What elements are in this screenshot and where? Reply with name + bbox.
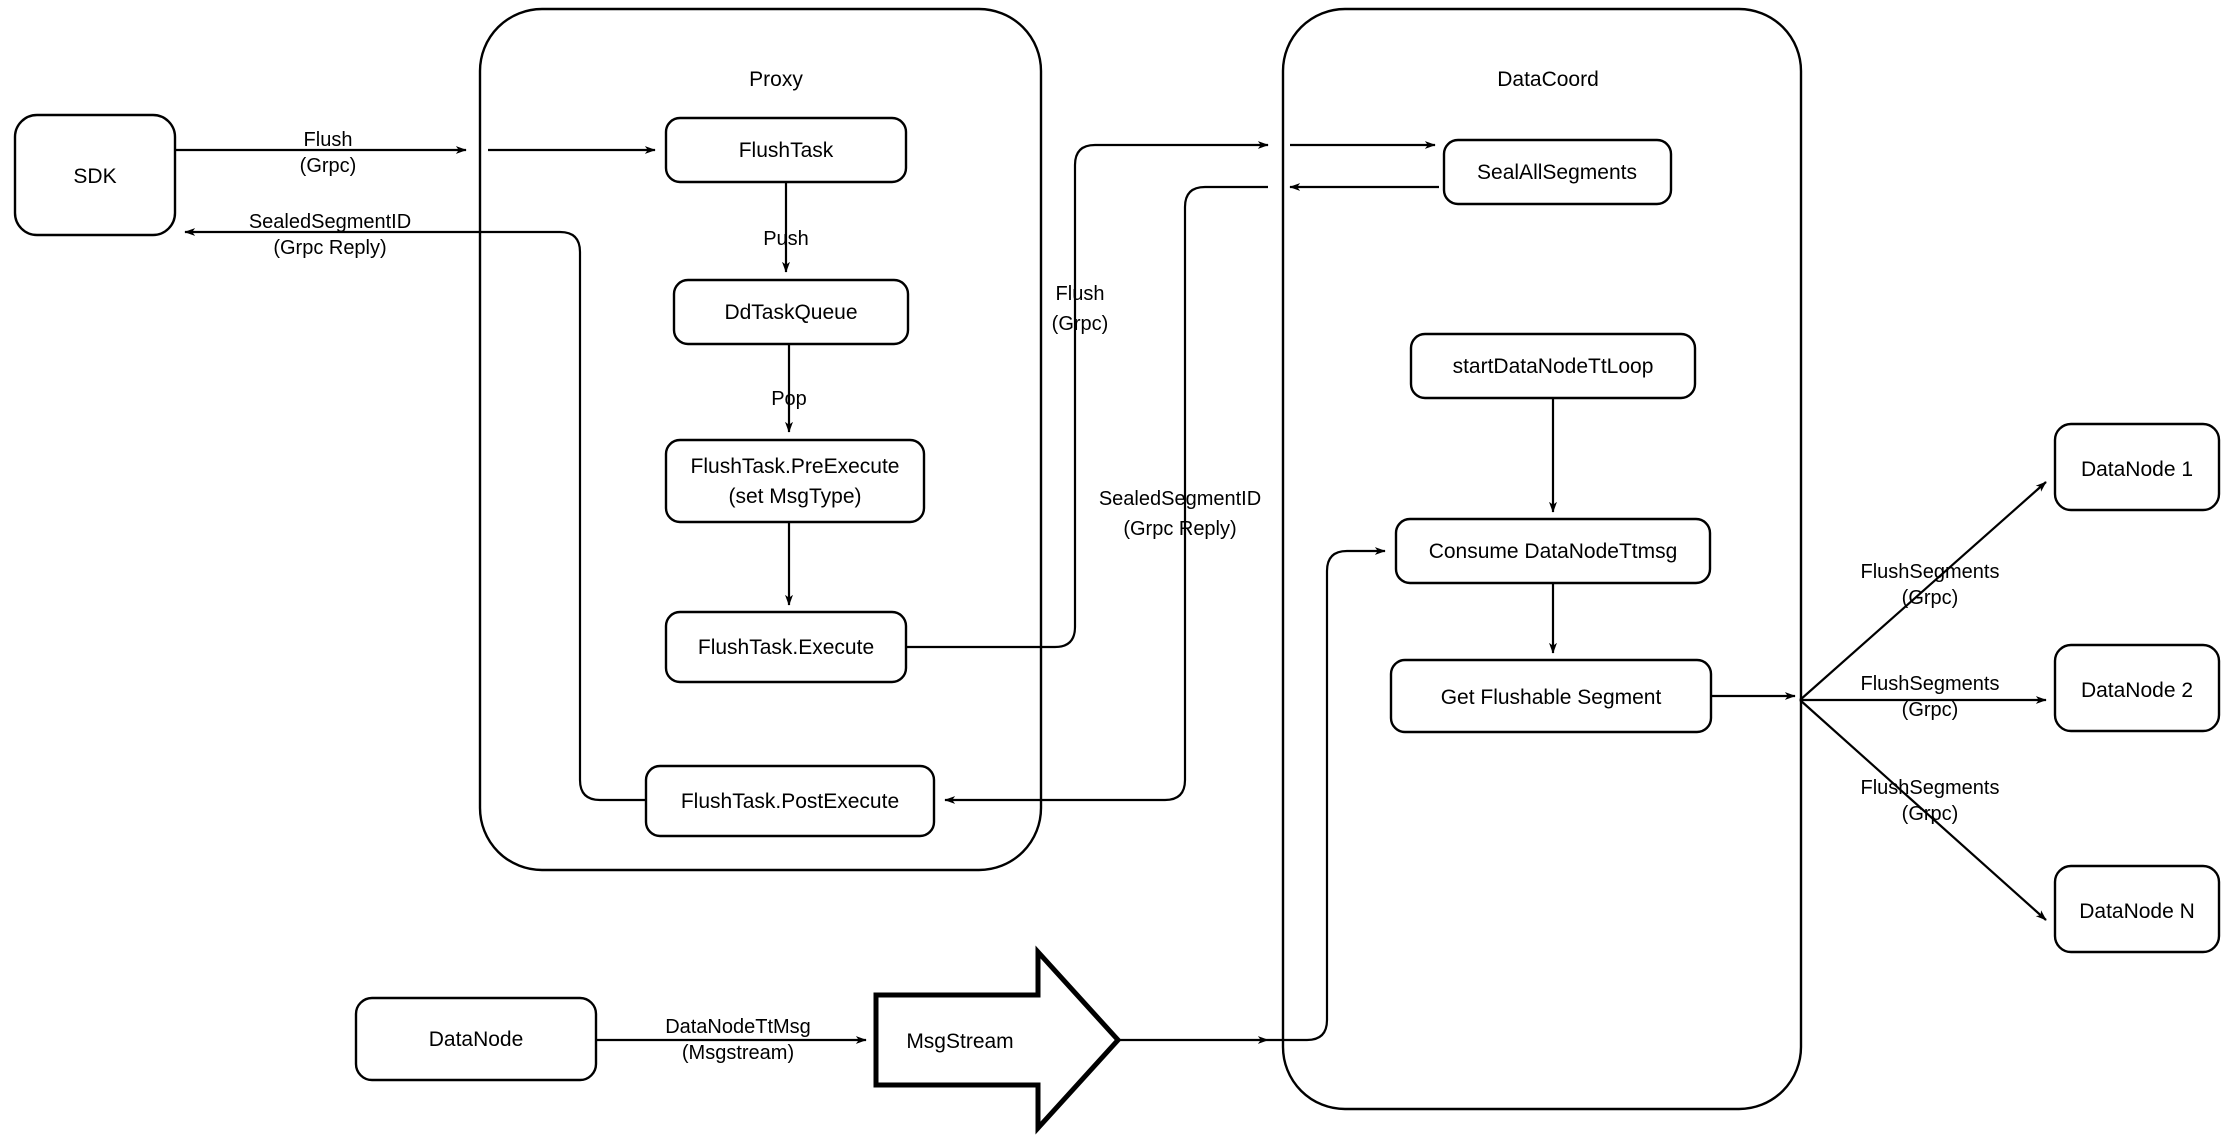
node-ddtaskqueue-label: DdTaskQueue <box>724 301 857 324</box>
node-preexecute[interactable] <box>664 438 926 524</box>
edge-flushsegments-n-label-1: FlushSegments <box>1861 777 2000 799</box>
edge-push-label: Push <box>763 228 809 250</box>
edge-coord-to-proxy-label-2: (Grpc Reply) <box>1123 518 1236 540</box>
group-datacoord-label: DataCoord <box>1497 68 1599 91</box>
node-flushtask-label: FlushTask <box>739 139 834 162</box>
edge-pop-label: Pop <box>771 388 807 410</box>
edge-flushsegments-1-label-1: FlushSegments <box>1861 561 2000 583</box>
node-msgstream[interactable] <box>873 945 1122 1135</box>
node-datanode-2[interactable] <box>2053 643 2221 733</box>
edge-sdk-to-proxy-label-1: Flush <box>304 129 353 151</box>
group-proxy-label: Proxy <box>749 68 803 91</box>
node-datanode-1-label: DataNode 1 <box>2081 458 2193 481</box>
edge-flushsegments-2-label-1: FlushSegments <box>1861 673 2000 695</box>
node-postexecute[interactable] <box>644 764 936 838</box>
edge-hub-to-datanode-1 <box>1799 481 2047 701</box>
edge-flushsegments-n-label-2: (Grpc) <box>1902 803 1959 825</box>
node-datanode-1[interactable] <box>2053 422 2221 512</box>
node-sdk[interactable] <box>13 113 177 237</box>
group-proxy <box>478 7 1043 872</box>
node-datanode-n-label: DataNode N <box>2079 900 2195 923</box>
node-preexecute-label-1: FlushTask.PreExecute <box>691 455 900 478</box>
node-execute-label: FlushTask.Execute <box>698 636 874 659</box>
edge-postexecute-to-sdk-wrap <box>492 230 655 802</box>
node-get-flushable-segment-label: Get Flushable Segment <box>1441 686 1662 709</box>
node-postexecute-label: FlushTask.PostExecute <box>681 790 899 813</box>
edge-datanode-tt-label-1: DataNodeTtMsg <box>665 1016 811 1038</box>
node-preexecute-label-2: (set MsgType) <box>728 485 861 508</box>
edge-proxy-to-sdk-label-1: SealedSegmentID <box>249 211 411 233</box>
edge-proxy-to-sdk-label-2: (Grpc Reply) <box>273 237 386 259</box>
edge-msgstream-to-consume <box>1268 547 1386 1042</box>
edge-datanode-tt-label-2: (Msgstream) <box>682 1042 794 1064</box>
edge-datacoord-to-postexecute <box>944 185 1268 804</box>
group-datacoord <box>1281 7 1803 1111</box>
edge-hub-to-datanode-n <box>1799 699 2047 921</box>
node-datanode-n[interactable] <box>2053 864 2221 954</box>
edge-sdk-to-proxy-label-2: (Grpc) <box>300 155 357 177</box>
node-datanode-bottom-label: DataNode <box>429 1028 524 1051</box>
node-datanode-2-label: DataNode 2 <box>2081 679 2193 702</box>
node-ddtaskqueue[interactable] <box>672 278 910 346</box>
edge-flushsegments-2-label-2: (Grpc) <box>1902 699 1959 721</box>
node-msgstream-label: MsgStream <box>906 1030 1013 1053</box>
node-startdatanodettloop-label: startDataNodeTtLoop <box>1453 355 1654 378</box>
node-sealallsegments-label: SealAllSegments <box>1477 161 1637 184</box>
node-sealallsegments[interactable] <box>1442 138 1673 206</box>
node-consume-datanodettmsg-label: Consume DataNodeTtmsg <box>1429 540 1678 563</box>
node-sdk-label: SDK <box>73 165 116 188</box>
edge-coord-to-proxy-label-1: SealedSegmentID <box>1099 488 1261 510</box>
edge-proxy-to-coord-label-1: Flush <box>1056 283 1105 305</box>
edge-execute-to-datacoord <box>906 141 1269 649</box>
edge-flushsegments-1-label-2: (Grpc) <box>1902 587 1959 609</box>
edge-proxy-to-coord-label-2: (Grpc) <box>1052 313 1109 335</box>
